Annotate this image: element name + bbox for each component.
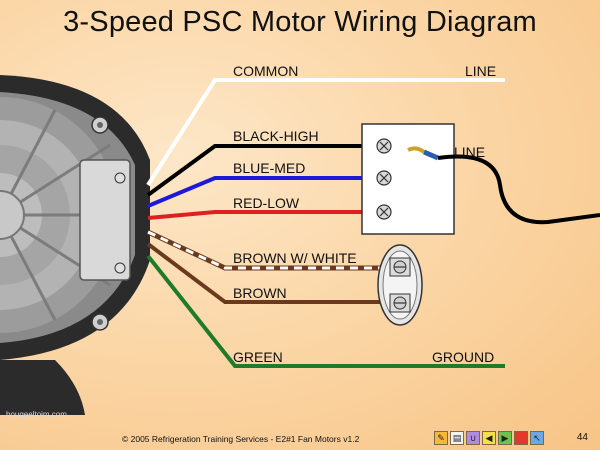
capacitor xyxy=(377,244,423,326)
green-wire xyxy=(146,254,505,368)
back-icon[interactable]: ◀ xyxy=(482,431,496,445)
label-brown: BROWN xyxy=(233,285,287,301)
terminal-screw-icon xyxy=(376,170,392,186)
note-icon[interactable]: ▤ xyxy=(450,431,464,445)
nav-toolbar: ✎ ▤ ∪ ◀ ▶ ↖ xyxy=(434,431,544,446)
label-green: GREEN xyxy=(233,349,283,365)
label-line-top: LINE xyxy=(465,63,496,79)
page-title: 3-Speed PSC Motor Wiring Diagram xyxy=(63,6,537,38)
terminal-screw-icon xyxy=(376,138,392,154)
label-brown-white: BROWN W/ WHITE xyxy=(233,250,357,266)
magnet-icon[interactable]: ∪ xyxy=(466,431,480,445)
black-high-wire xyxy=(146,144,382,197)
label-red-low: RED-LOW xyxy=(233,195,300,211)
speed-switch-box xyxy=(361,123,455,235)
common-wire xyxy=(146,78,505,187)
label-line-box: LINE xyxy=(454,144,485,160)
stop-icon[interactable] xyxy=(514,431,528,445)
wires xyxy=(146,78,505,368)
watermark: bougeeltoim.com xyxy=(6,410,67,419)
footer-copyright: © 2005 Refrigeration Training Services -… xyxy=(122,434,360,444)
label-common: COMMON xyxy=(233,63,298,79)
pointer-icon[interactable]: ↖ xyxy=(530,431,544,445)
label-blue-med: BLUE-MED xyxy=(233,160,305,176)
brown-wire xyxy=(146,242,398,304)
forward-icon[interactable]: ▶ xyxy=(498,431,512,445)
terminal-screw-icon xyxy=(376,204,392,220)
label-black-high: BLACK-HIGH xyxy=(233,128,319,144)
capacitor-terminal-icon xyxy=(393,260,407,274)
page-number: 44 xyxy=(576,432,588,443)
red-low-wire xyxy=(147,210,382,220)
bolt-icon xyxy=(91,313,109,331)
motor xyxy=(0,75,150,415)
blue-med-wire xyxy=(147,176,382,208)
bolt-icon xyxy=(114,262,126,274)
clip-icon[interactable]: ✎ xyxy=(434,431,448,445)
line-cord xyxy=(437,154,600,225)
spade-connector-icon xyxy=(407,146,439,161)
bolt-icon xyxy=(114,172,126,184)
capacitor-terminal-icon xyxy=(393,296,407,310)
label-ground: GROUND xyxy=(432,349,494,365)
bolt-icon xyxy=(91,116,109,134)
